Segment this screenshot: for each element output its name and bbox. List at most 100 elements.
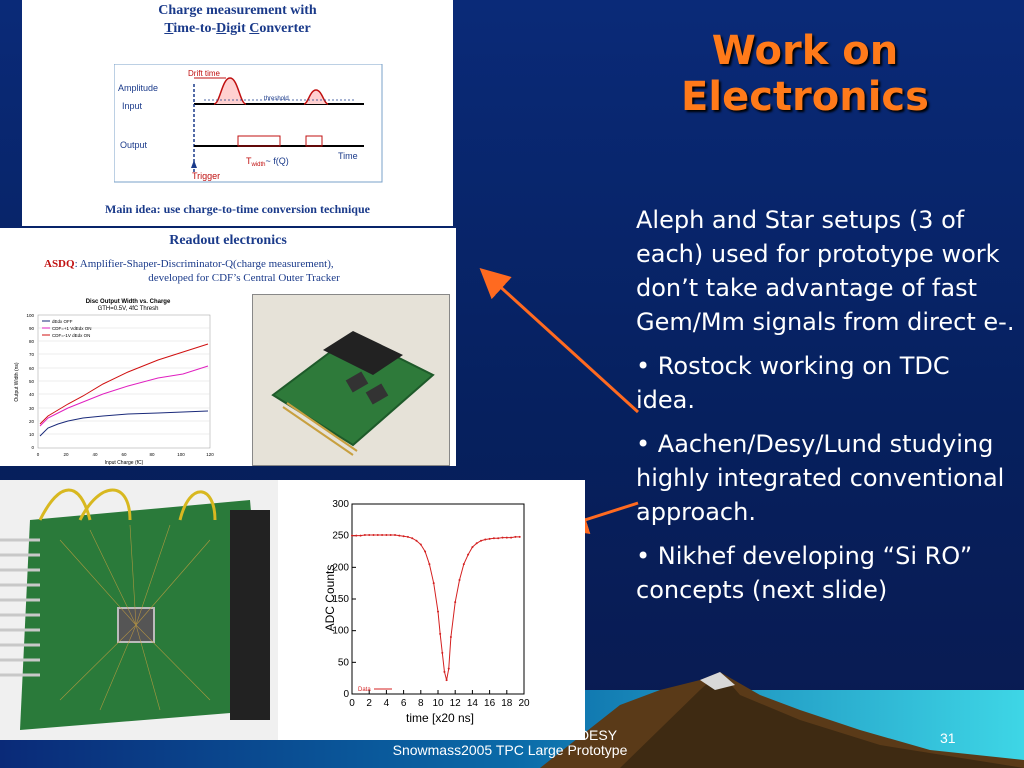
adc-data-point <box>475 542 478 545</box>
bullet-rostock: • Rostock working on TDC idea. <box>636 352 950 414</box>
label-drift-time: Drift time <box>188 69 221 78</box>
tdc-panel-title: Charge measurement with Time-to-Digit Co… <box>22 2 453 38</box>
adc-data-point <box>471 546 474 549</box>
asdq-description: ASDQ: Amplifier-Shaper-Discriminator-Q(c… <box>44 258 334 270</box>
adc-data-point <box>441 651 444 654</box>
adc-series-line <box>352 534 520 681</box>
adc-data-point <box>355 534 358 537</box>
adc-data-point <box>398 534 401 537</box>
adc-legend-label: Data <box>358 687 371 693</box>
label-time: Time <box>338 151 358 161</box>
mini-legend-2: CDF=+1 VdEdx ON <box>52 326 92 331</box>
mini-legend-3: CDF=-1V dEdx ON <box>52 333 90 338</box>
adc-data-point <box>385 534 388 537</box>
adc-xtick-label: 18 <box>501 698 513 709</box>
adc-ytick-label: 50 <box>338 657 350 668</box>
adc-data-point <box>368 534 371 537</box>
mini-ytick-70: 70 <box>29 352 35 357</box>
mini-series-plus <box>39 365 209 427</box>
adc-xlabel: time [x20 ns] <box>406 711 474 725</box>
label-twidth: Twidth~ f(Q) <box>246 156 289 168</box>
adc-xtick-label: 14 <box>467 698 479 709</box>
adc-data-point <box>447 667 450 670</box>
adc-data-point <box>415 539 418 542</box>
adc-data-point <box>458 579 461 581</box>
adc-data-point <box>432 582 435 585</box>
asdq-board-photo <box>252 294 450 466</box>
adc-data-point <box>372 534 375 537</box>
label-output: Output <box>120 140 148 150</box>
adc-data-point <box>411 537 414 540</box>
adc-ytick-label: 100 <box>332 626 349 637</box>
bullet-nikhef: • Nikhef developing “Si RO” concepts (ne… <box>636 542 973 604</box>
mini-series-dedx-off <box>39 410 209 437</box>
adc-xtick-label: 8 <box>418 698 424 709</box>
tdc-title-line2: Time-to-Digit Converter <box>164 21 311 36</box>
adc-xtick-label: 10 <box>432 698 444 709</box>
mini-xtick-120: 120 <box>206 452 214 457</box>
readout-title: Readout electronics <box>169 233 287 248</box>
mini-series-minus <box>39 343 209 425</box>
adc-data-point <box>443 670 446 673</box>
footer-line1: DESY <box>578 727 618 743</box>
mini-ytick-20: 20 <box>29 419 35 424</box>
mini-xlabel: Input Charge (fC) <box>105 460 144 466</box>
bullet-aleph-star: Aleph and Star setups (3 of each) used f… <box>636 206 1015 336</box>
adc-data-point <box>437 610 439 613</box>
page-number: 31 <box>940 730 956 746</box>
adc-data-point <box>381 534 384 537</box>
mini-ytick-100: 100 <box>26 313 34 318</box>
adc-data-point <box>424 550 427 553</box>
adc-data-point <box>389 534 392 537</box>
mini-ylabel: Output Width (ns) <box>14 362 20 402</box>
adc-data-point <box>497 537 500 540</box>
adc-data-point <box>449 636 452 638</box>
mini-xtick-0: 0 <box>37 452 40 457</box>
mini-xtick-80: 80 <box>149 452 155 457</box>
footer-line2: Snowmass2005 TPC Large Prototype <box>392 742 628 758</box>
adc-legend: Data <box>358 687 392 693</box>
adc-data-point <box>518 535 521 538</box>
mini-ytick-60: 60 <box>29 366 35 371</box>
mini-chart-title: Disc Output Width vs. Charge <box>86 299 171 305</box>
mini-xtick-100: 100 <box>177 452 185 457</box>
mini-ytick-10: 10 <box>29 432 35 437</box>
adc-data-point <box>462 563 465 566</box>
adc-data-point <box>514 535 517 538</box>
mini-ytick-30: 30 <box>29 406 35 411</box>
mini-ytick-90: 90 <box>29 326 35 331</box>
mini-xtick-20: 20 <box>63 452 69 457</box>
adc-xtick-label: 16 <box>484 698 496 709</box>
mini-xtick-40: 40 <box>92 452 98 457</box>
tdc-diagram-panel: Charge measurement with Time-to-Digit Co… <box>22 0 453 226</box>
adc-data-point <box>351 534 353 537</box>
adc-plot-frame <box>351 503 525 695</box>
adc-data-point <box>505 536 508 539</box>
adc-data-point <box>445 679 448 682</box>
adc-data-point <box>454 601 457 604</box>
adc-xtick-label: 20 <box>518 698 530 709</box>
adc-ytick-label: 300 <box>332 499 349 510</box>
tdc-waveform-diagram: Drift time Amplitude Input Output Time T… <box>114 64 383 183</box>
adc-data-point <box>419 543 422 546</box>
label-threshold: threshold <box>264 96 289 102</box>
arrow-to-readout <box>479 267 640 414</box>
adc-data-point <box>467 553 470 556</box>
pcb-image <box>0 480 278 740</box>
disc-output-width-chart: Disc Output Width vs. Charge GTH=0.5V, 4… <box>14 299 214 466</box>
tdc-panel-footer: Main idea: use charge-to-time conversion… <box>105 202 370 216</box>
adc-data-point <box>363 534 366 537</box>
asdq-board-image <box>253 295 449 465</box>
adc-xtick-label: 2 <box>366 698 372 709</box>
adc-xtick-label: 12 <box>450 698 462 709</box>
adc-data-point <box>488 537 491 540</box>
adc-ytick-label: 200 <box>332 562 349 573</box>
label-amplitude: Amplitude <box>118 83 158 93</box>
mini-xtick-60: 60 <box>121 452 127 457</box>
mini-ytick-80: 80 <box>29 339 35 344</box>
adc-data-point <box>402 535 405 538</box>
adc-data-point <box>480 539 482 542</box>
bullet-aachen: • Aachen/Desy/Lund studying highly integ… <box>636 430 1005 526</box>
